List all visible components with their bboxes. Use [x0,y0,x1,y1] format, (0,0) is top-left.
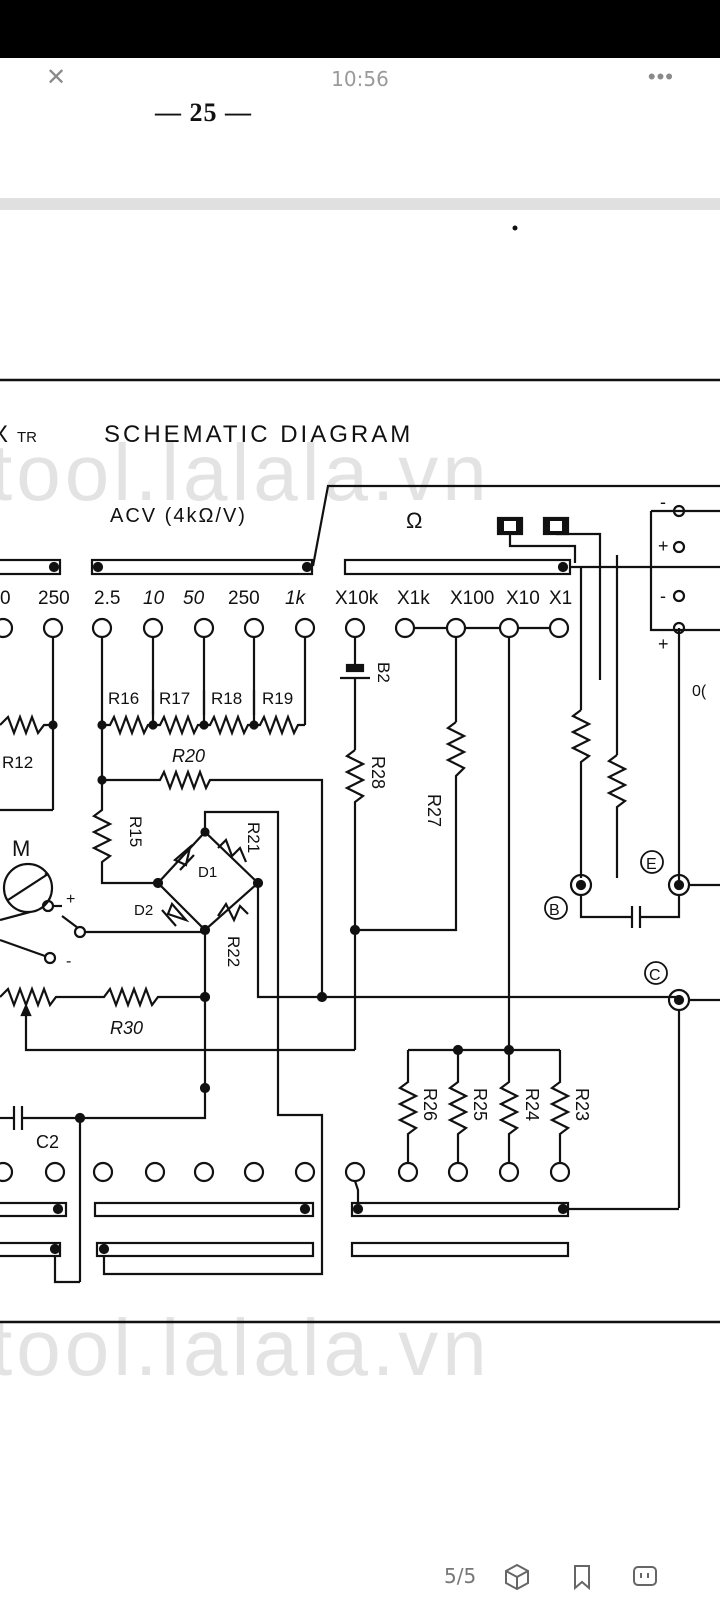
cube-icon[interactable] [502,1562,532,1592]
svg-text:-: - [44,865,49,882]
label-r26: R26 [420,1088,440,1121]
label-r12: R12 [2,753,33,772]
acv-label: ACV (4kΩ/V) [110,505,247,527]
range-label-1k: 1k [285,588,307,609]
label-r25: R25 [470,1088,490,1121]
more-icon[interactable]: ••• [647,64,674,89]
switch-bar-1 [0,558,62,576]
svg-text:-: - [660,492,666,512]
svg-text:+: + [66,891,75,908]
schematic-diagram: tool.lalala.vn tool.lalala.vn X TR SCHEM… [0,225,720,1392]
switch-bar-2 [90,558,314,576]
status-bar [0,0,720,58]
range-label-x100: X100 [450,588,494,609]
diagram-title: SCHEMATIC DIAGRAM [104,421,413,448]
wire-top [311,484,720,567]
range-label-x1k: X1k [397,588,430,609]
model-suffix: TR [17,429,37,446]
label-r30: R30 [110,1018,143,1038]
ohm-label: Ω [406,508,422,533]
range-label-2-5: 2.5 [94,588,120,609]
label-r18: R18 [211,689,242,708]
label-c2: C2 [36,1132,59,1152]
label-terminal-e: E [646,856,657,873]
label-m: M [12,836,30,861]
label-r27: R27 [424,794,444,827]
label-r23: R23 [572,1088,592,1121]
clock-time: 10:56 [331,67,389,91]
label-terminal-b: B [549,902,560,919]
comment-icon[interactable] [630,1562,660,1592]
label-r17: R17 [159,689,190,708]
label-r16: R16 [108,689,139,708]
svg-text:+: + [658,634,669,654]
label-r22: R22 [224,936,243,967]
edge-fragment: 0( [692,683,707,700]
page-top-fragment: — 25 — [0,98,720,198]
svg-text:-: - [660,586,666,606]
range-label-x10: X10 [506,588,540,609]
close-icon[interactable]: ✕ [45,64,67,91]
top-toolbar: ✕ 10:56 ••• [0,58,720,99]
watermark-bottom: tool.lalala.vn [0,1303,491,1392]
bottom-bar: 5/5 [0,1554,720,1600]
label-r19: R19 [262,689,293,708]
page-number: — 25 — [155,98,252,127]
battery-b2 [345,663,365,673]
range-label-10: 10 [143,588,165,609]
speck [512,225,518,231]
document-page: tool.lalala.vn tool.lalala.vn X TR SCHEM… [0,210,720,1590]
range-label-250b: 250 [228,588,260,609]
svg-text:+: + [658,536,669,556]
range-label-0: 0 [0,588,11,609]
watermark-top: tool.lalala.vn [0,428,491,517]
model-prefix: X [0,421,10,448]
label-r20: R20 [172,746,205,766]
range-label-250a: 250 [38,588,70,609]
range-label-x1: X1 [549,588,572,609]
label-d1: D1 [198,864,217,881]
svg-text:-: - [66,953,71,970]
label-b2: B2 [374,662,393,683]
label-r15: R15 [126,816,145,847]
range-label-x10k: X10k [335,588,379,609]
page-indicator: 5/5 [444,1564,477,1588]
label-r21: R21 [244,822,263,853]
switch-bar-3 [343,558,572,576]
label-terminal-c: C [649,967,661,984]
bookmark-icon[interactable] [567,1562,597,1592]
label-r28: R28 [368,756,388,789]
label-d2: D2 [134,902,153,919]
page-separator [0,198,720,210]
range-label-50: 50 [183,588,205,609]
lower-contacts [0,1161,571,1183]
label-r24: R24 [522,1088,542,1121]
